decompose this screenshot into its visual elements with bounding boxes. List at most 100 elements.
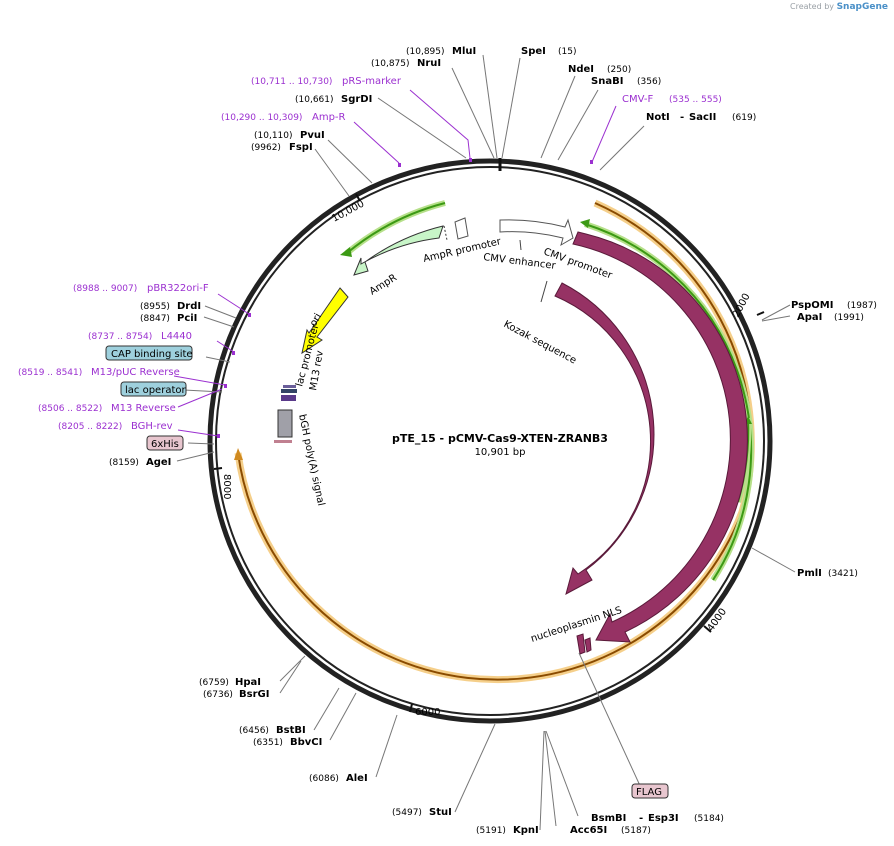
svg-text:NruI: NruI	[417, 58, 441, 69]
primer-m13-reverse[interactable]: (8506 .. 8522)M13 Reverse	[38, 403, 176, 414]
sites-right: SpeI(15) NdeI(250) SnaBI (356) NotI-SacII…	[521, 46, 877, 824]
nls-block-2[interactable]	[584, 637, 592, 653]
svg-text:SpeI: SpeI	[521, 46, 546, 57]
svg-text:(5187): (5187)	[621, 826, 651, 836]
primer-prs-marker[interactable]: (10,711 .. 10,730)pRS-marker	[251, 76, 402, 87]
ampr-promoter-feature[interactable]	[454, 217, 469, 240]
svg-text:StuI: StuI	[429, 807, 452, 818]
svg-text:(5497): (5497)	[392, 808, 422, 818]
site-acc65i[interactable]: Acc65I(5187)	[570, 825, 651, 836]
green-arc-outer	[584, 223, 753, 581]
svg-text:(8519 .. 8541): (8519 .. 8541)	[18, 368, 82, 378]
site-ndei[interactable]: NdeI(250)	[568, 64, 631, 75]
site-hpai[interactable]: (6759)HpaI	[199, 677, 261, 688]
primer-l4440[interactable]: (8737 .. 8754)L4440	[88, 331, 192, 342]
svg-text:(6736): (6736)	[203, 690, 233, 700]
primer-m13-puc-reverse[interactable]: (8519 .. 8541)M13/pUC Reverse	[18, 367, 180, 378]
green-arc-outer-head	[580, 219, 590, 228]
svg-text:(10,875): (10,875)	[371, 59, 410, 69]
svg-text:BstBI: BstBI	[276, 725, 306, 736]
site-bstbi[interactable]: (6456)BstBI	[239, 725, 306, 736]
tick-marks	[213, 193, 765, 713]
svg-text:(10,661): (10,661)	[295, 95, 334, 105]
primer-pbr322ori-f[interactable]: (8988 .. 9007)pBR322ori-F	[73, 283, 209, 294]
site-nrui[interactable]: (10,875) NruI	[371, 58, 441, 69]
site-snabi[interactable]: SnaBI (356)	[591, 76, 661, 87]
svg-text:AleI: AleI	[346, 773, 368, 784]
svg-text:NdeI: NdeI	[568, 64, 594, 75]
his-tag-bar[interactable]	[274, 440, 292, 443]
site-kpni[interactable]: (5191)KpnI	[476, 825, 539, 836]
svg-text:(8159): (8159)	[109, 458, 139, 468]
ampr-label: AmpR	[368, 272, 399, 297]
svg-text:PvuI: PvuI	[300, 130, 325, 141]
site-sgrdi[interactable]: (10,661) SgrDI	[295, 94, 372, 105]
svg-text:M13 Reverse: M13 Reverse	[111, 403, 176, 414]
primer-amp-r[interactable]: (10,290 .. 10,309)Amp-R	[221, 112, 346, 123]
site-bsmbi-esp3i[interactable]: BsmBI-Esp3I(5184)	[591, 813, 724, 824]
m13-rev-bar[interactable]	[281, 389, 297, 393]
svg-text:KpnI: KpnI	[513, 825, 539, 836]
svg-text:(619): (619)	[732, 113, 756, 123]
site-agei[interactable]: (8159) AgeI	[109, 457, 171, 468]
svg-text:(6351): (6351)	[253, 738, 283, 748]
svg-text:CMV-F: CMV-F	[622, 94, 653, 105]
svg-text:ApaI: ApaI	[797, 312, 822, 323]
tick-8000: 8000	[221, 474, 232, 499]
site-pcii[interactable]: (8847)PciI	[140, 313, 197, 324]
svg-text:(10,110): (10,110)	[254, 131, 293, 141]
site-mlui[interactable]: (10,895)MluI	[406, 46, 476, 57]
site-stui[interactable]: (5497) StuI	[392, 807, 452, 818]
site-pvui[interactable]: (10,110) PvuI	[254, 130, 325, 141]
his-tag[interactable]: 6xHis	[146, 435, 184, 451]
svg-text:SnaBI: SnaBI	[591, 76, 623, 87]
svg-text:(5184): (5184)	[694, 814, 724, 824]
cap-binding-site[interactable]: CAP binding site	[105, 345, 193, 361]
ampr-feature[interactable]	[353, 225, 444, 276]
svg-text:(8737 .. 8754): (8737 .. 8754)	[88, 332, 152, 342]
svg-text:FLAG: FLAG	[636, 787, 662, 798]
svg-text:(356): (356)	[637, 77, 661, 87]
kozak-label: Kozak sequence	[502, 319, 578, 367]
svg-text:NotI: NotI	[646, 112, 670, 123]
green-arc-left	[346, 202, 446, 254]
nls-block-1[interactable]	[576, 633, 586, 655]
lac-promoter-bar[interactable]	[283, 385, 296, 388]
svg-text:6xHis: 6xHis	[151, 439, 179, 450]
svg-text:BsmBI: BsmBI	[591, 813, 626, 824]
svg-text:HpaI: HpaI	[235, 677, 261, 688]
svg-text:(1987): (1987)	[847, 301, 877, 311]
site-alei[interactable]: (6086)AleI	[309, 773, 368, 784]
plasmid-size: 10,901 bp	[475, 447, 526, 458]
svg-text:AgeI: AgeI	[146, 457, 171, 468]
site-noti-sacii[interactable]: NotI-SacII(619)	[646, 112, 756, 123]
cas9-inner-feature[interactable]	[554, 282, 655, 595]
cas9-outer-feature[interactable]	[572, 231, 748, 643]
site-fspi[interactable]: (9962)FspI	[251, 142, 313, 153]
svg-text:-: -	[639, 813, 643, 824]
flag-tag[interactable]: FLAG	[631, 783, 669, 799]
bgh-label: bGH poly(A) signal	[296, 413, 326, 507]
svg-text:PciI: PciI	[177, 313, 197, 324]
credit: Created by SnapGene	[790, 2, 888, 12]
cap-lac-bar[interactable]	[281, 395, 296, 401]
cmv-promoter-feature[interactable]	[499, 218, 574, 247]
site-pspomi[interactable]: PspOMI(1987)	[791, 300, 877, 311]
svg-text:SgrDI: SgrDI	[341, 94, 372, 105]
site-bbvci[interactable]: (6351)BbvCI	[253, 737, 322, 748]
site-spei[interactable]: SpeI(15)	[521, 46, 576, 57]
ori-feature[interactable]	[301, 287, 349, 355]
site-pmli[interactable]: PmlI(3421)	[797, 568, 858, 579]
svg-text:(8955): (8955)	[140, 302, 170, 312]
site-apai[interactable]: ApaI (1991)	[797, 312, 864, 323]
bgh-polya-feature[interactable]	[277, 409, 293, 438]
svg-text:(1991): (1991)	[834, 313, 864, 323]
primer-cmv-f[interactable]: CMV-F(535 .. 555)	[622, 94, 722, 105]
leader-lines	[176, 54, 796, 831]
site-bsrgi[interactable]: (6736)BsrGI	[203, 689, 269, 700]
orf-arc-bottom	[237, 452, 743, 681]
primer-bgh-rev[interactable]: (8205 .. 8222)BGH-rev	[58, 421, 173, 432]
lac-operator[interactable]: lac operator	[120, 381, 187, 397]
site-drdi[interactable]: (8955)DrdI	[140, 301, 201, 312]
